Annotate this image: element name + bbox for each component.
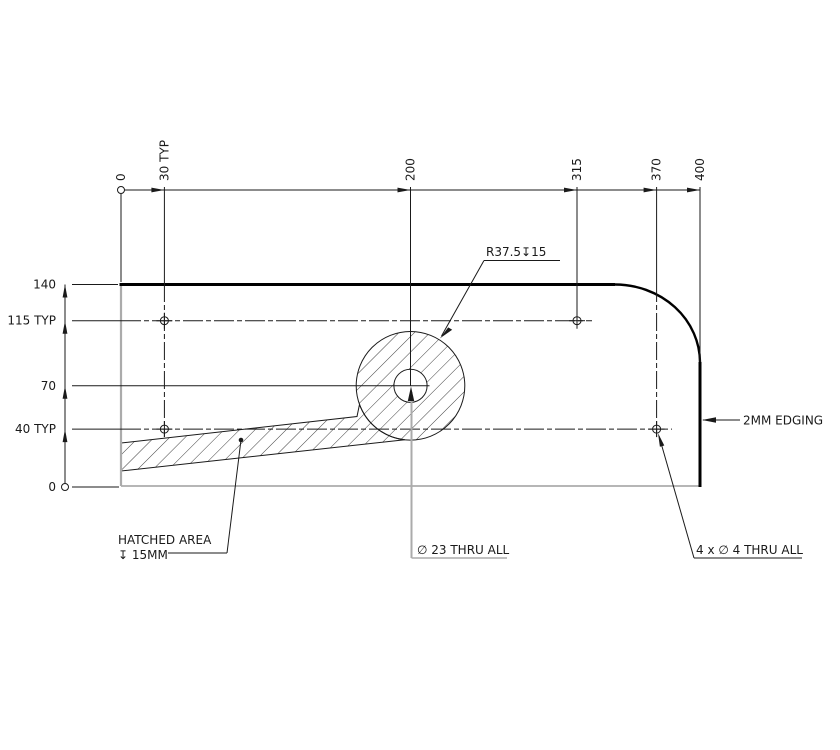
edging-note-text: 2MM EDGING [743,414,823,428]
top-ordinate-dimensions: 0 30 TYP 200 315 370 400 [114,140,707,194]
hatched-wedge [120,402,405,472]
dimension-arrows [151,187,700,193]
left-dim-label-115: 115 TYP [7,314,56,328]
top-dim-label-30: 30 TYP [157,140,171,181]
left-dim-label-0: 0 [48,480,56,494]
hole-marker [569,312,585,329]
hatched-note-line2: ↧ 15MM [118,548,168,562]
left-dim-label-140: 140 [33,278,56,292]
leader-dot [238,437,244,443]
hole-marker [648,421,665,438]
edging-callout: 2MM EDGING [702,414,823,428]
small-holes-callout: 4 x ∅ 4 THRU ALL [658,433,803,559]
left-dim-label-70: 70 [41,379,56,393]
ordinate-origin-marker [61,483,69,491]
corner-fillet [614,283,702,363]
hole-markers [156,312,665,438]
left-dim-label-40: 40 TYP [15,422,56,436]
top-dim-label-315: 315 [570,158,584,181]
hole-marker [156,312,173,329]
center-hole-callout: ∅ 23 THRU ALL [407,386,510,559]
left-ordinate-dimensions: 140 115 TYP 70 40 TYP 0 [7,278,69,494]
ordinate-origin-marker [117,186,125,194]
top-dim-label-0: 0 [114,173,128,181]
top-dim-label-200: 200 [404,158,418,181]
center-hole-note-text: ∅ 23 THRU ALL [417,543,510,557]
top-dim-label-370: 370 [650,158,664,181]
radius-callout: R37.5↧15 [439,245,560,339]
small-holes-note-text: 4 x ∅ 4 THRU ALL [696,543,803,557]
hatched-note-line1: HATCHED AREA [118,533,212,547]
hatched-area-callout: HATCHED AREA ↧ 15MM [118,437,244,562]
hole-marker [156,421,173,438]
extension-lines [72,187,701,488]
radius-note-text: R37.5↧15 [486,245,546,259]
top-dim-label-400: 400 [693,158,707,181]
dimension-arrows [62,284,68,443]
